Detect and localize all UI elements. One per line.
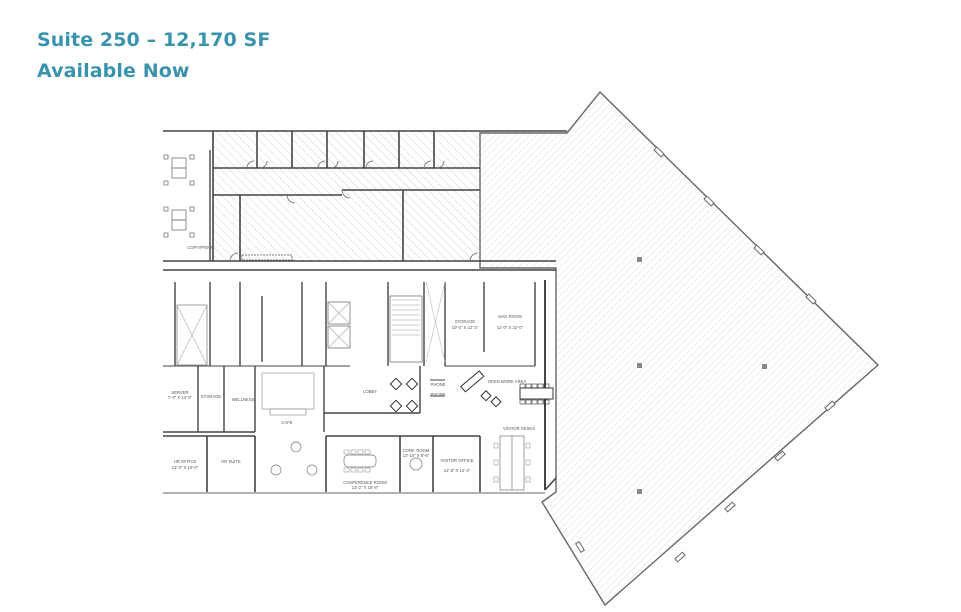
- label-visitor-office-dims: 12'-8" x 12'-4": [444, 468, 471, 473]
- label-visitor-desks: VISITOR DESKS: [503, 426, 535, 431]
- label-hr-suite: HR SUITE: [221, 459, 241, 464]
- availability-status: Available Now: [37, 60, 190, 82]
- south-offices: [163, 435, 557, 494]
- label-hr-office: HR OFFICE: [174, 459, 197, 464]
- suite-title: Suite 250 – 12,170 SF: [37, 29, 271, 51]
- label-conference-room: CONFERENCE ROOM: [343, 480, 387, 485]
- label-server-dims: 7'-0" x 14'-0": [168, 395, 193, 400]
- workstations-nw: [163, 150, 211, 261]
- label-mail-room: MAIL ROOM: [498, 314, 522, 319]
- label-visitor-office: VISITOR OFFICE: [440, 458, 473, 463]
- label-conf-room: CONF. ROOM: [403, 448, 430, 453]
- label-phone-1: PHONE: [431, 382, 446, 387]
- label-hr-office-dims: 13'-0" x 10'-0": [172, 465, 199, 470]
- label-storage: STORAGE: [455, 319, 476, 324]
- label-storage-small: STORAGE: [201, 394, 222, 399]
- label-mail-room-dims: 11'-0" x 22'-0": [497, 325, 524, 330]
- label-conference-room-dims: 13'-2" x 18'-8": [352, 485, 379, 490]
- label-phone-2: PHONE: [431, 392, 446, 397]
- label-copy-print: COPY/PRINT: [187, 245, 213, 250]
- middle-band: [163, 280, 546, 490]
- label-wellness: WELLNESS: [232, 397, 255, 402]
- label-server: SERVER: [171, 390, 188, 395]
- label-conf-room-dims: 13'-10" x 9'-6": [403, 453, 430, 458]
- building-core: [163, 269, 556, 367]
- shell-space: [479, 90, 880, 607]
- label-open-work-area: OPEN WORK AREA: [488, 379, 527, 384]
- north-offices: [163, 130, 567, 262]
- lobby-chairs: [389, 370, 554, 413]
- label-lobby: LOBBY: [363, 389, 377, 394]
- label-storage-dims: 10'-0" x 22'-3": [452, 325, 479, 330]
- label-cafe: CAFE: [281, 420, 292, 425]
